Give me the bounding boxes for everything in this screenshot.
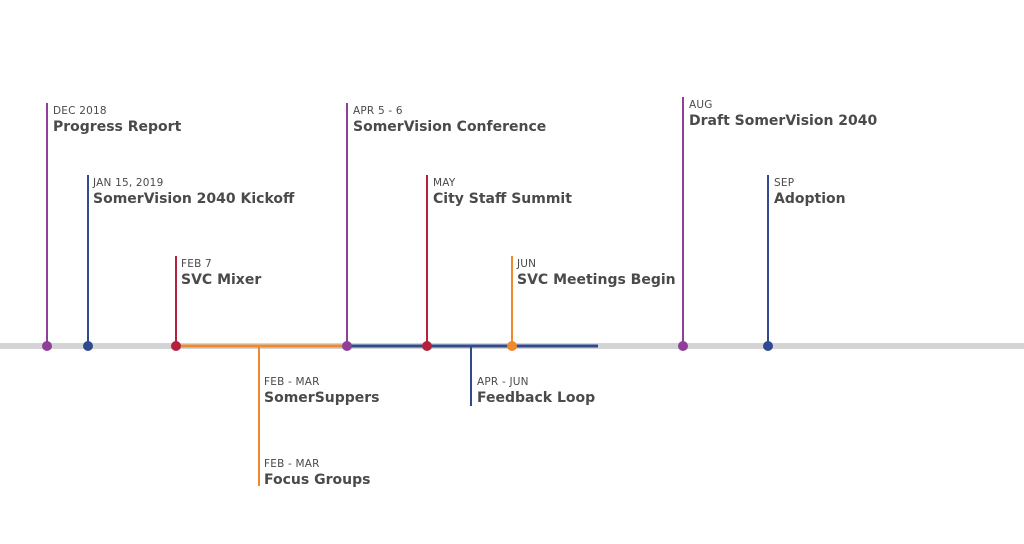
event-date: MAY [433, 177, 456, 189]
event-title: SomerSuppers [264, 390, 380, 406]
event-title: Focus Groups [264, 472, 370, 488]
event-label-may: MAY City Staff Summit [433, 177, 572, 207]
event-dot-sep [763, 341, 773, 351]
event-dot-dec-2018 [42, 341, 52, 351]
event-label-sep: SEP Adoption [774, 177, 846, 207]
event-label-aug: AUG Draft SomerVision 2040 [689, 99, 878, 129]
event-date: FEB 7 [181, 258, 212, 270]
event-date: AUG [689, 99, 713, 111]
event-date: FEB - MAR [264, 458, 320, 470]
event-date: FEB - MAR [264, 376, 320, 388]
event-label-feb-mar-focus: FEB - MAR Focus Groups [264, 458, 370, 488]
event-title: SVC Meetings Begin [517, 272, 676, 288]
event-title: SomerVision 2040 Kickoff [93, 191, 295, 207]
event-title: Adoption [774, 191, 846, 207]
event-label-feb-mar-suppers: FEB - MAR SomerSuppers [264, 376, 380, 406]
event-date: SEP [774, 177, 794, 189]
event-label-jan-15-2019: JAN 15, 2019 SomerVision 2040 Kickoff [92, 177, 295, 207]
event-title: Progress Report [53, 119, 182, 135]
event-label-apr-5-6: APR 5 - 6 SomerVision Conference [353, 105, 546, 135]
event-dot-apr-5-6 [342, 341, 352, 351]
event-date: JAN 15, 2019 [92, 177, 163, 189]
event-label-dec-2018: DEC 2018 Progress Report [53, 105, 182, 135]
event-date: JUN [516, 258, 536, 270]
event-dot-aug [678, 341, 688, 351]
event-title: SomerVision Conference [353, 119, 546, 135]
event-date: APR 5 - 6 [353, 105, 403, 117]
event-dot-feb-7 [171, 341, 181, 351]
event-label-apr-jun: APR - JUN Feedback Loop [477, 376, 595, 406]
event-dot-jan-15-2019 [83, 341, 93, 351]
event-title: Draft SomerVision 2040 [689, 113, 878, 129]
event-title: SVC Mixer [181, 272, 261, 288]
event-label-jun: JUN SVC Meetings Begin [516, 258, 676, 288]
event-label-feb-7: FEB 7 SVC Mixer [181, 258, 261, 288]
event-date: DEC 2018 [53, 105, 107, 117]
event-title: City Staff Summit [433, 191, 572, 207]
event-dot-jun [507, 341, 517, 351]
event-date: APR - JUN [477, 376, 529, 388]
event-dot-may [422, 341, 432, 351]
event-title: Feedback Loop [477, 390, 595, 406]
